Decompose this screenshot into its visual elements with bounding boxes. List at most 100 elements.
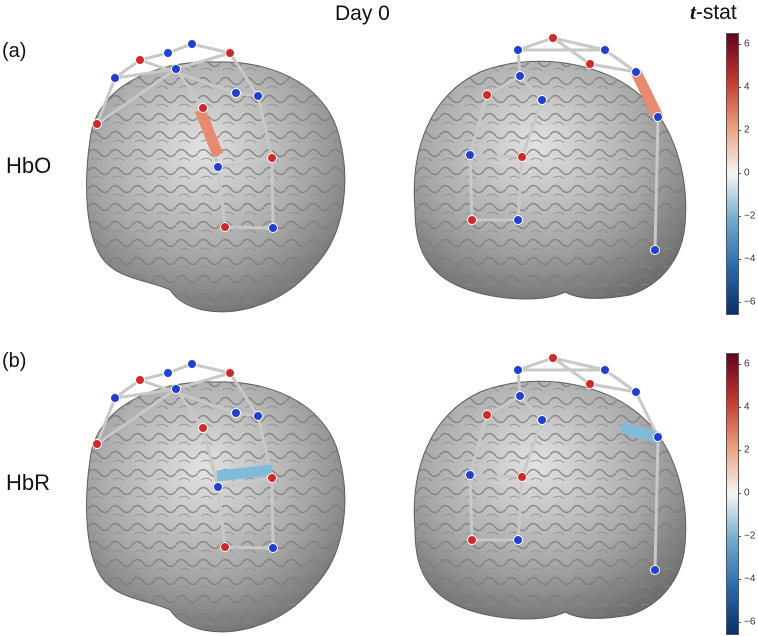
source-optode (267, 473, 277, 483)
detector-optode (537, 415, 547, 425)
detector-optode (110, 393, 120, 403)
channel-line (520, 419, 544, 478)
colorbar-tick-mark (738, 302, 741, 304)
panel-label-b: (b) (2, 350, 27, 372)
colorbar-tick-mark (738, 129, 741, 131)
source-optode (267, 153, 277, 163)
detector-optode (253, 411, 263, 421)
channel-line (468, 94, 489, 156)
colorbar-tick-label: −4 (744, 253, 756, 265)
colorbar-title-italic: t (690, 0, 696, 24)
detector-optode (187, 39, 197, 49)
channel-line (270, 157, 275, 229)
detector-optode (650, 565, 660, 575)
channel-line (516, 156, 524, 221)
row-label-hbr: HbR (6, 470, 51, 495)
channel-line (486, 74, 521, 97)
source-optode (517, 152, 527, 162)
detector-optode (631, 387, 641, 397)
channel-line (96, 387, 177, 446)
colorbar-hbo (726, 33, 739, 315)
figure-title: Day 0 (335, 2, 390, 25)
channel-line (114, 387, 177, 400)
source-optode (467, 215, 477, 225)
channel-line (469, 153, 523, 159)
channel-line (653, 436, 660, 571)
detector-optode (213, 162, 223, 172)
detector-optode (253, 91, 263, 101)
channel-line (468, 414, 489, 476)
brain-pair-hbr (86, 380, 687, 633)
detector-optode (515, 391, 525, 401)
brain-sulci-texture (86, 61, 345, 312)
detector-optode (631, 67, 641, 77)
channel-line (114, 378, 141, 400)
colorbar-title: t-stat (690, 0, 737, 25)
colorbar-tick-mark (738, 579, 741, 581)
channel-line (228, 372, 260, 417)
colorbar-tick-label: −6 (744, 296, 756, 308)
detector-optode (268, 543, 278, 553)
detector-optode (213, 482, 223, 492)
colorbar-tick-mark (738, 216, 741, 218)
colorbar-tick-mark (738, 173, 741, 174)
channel-line (175, 371, 231, 391)
colorbar-tick-label: 4 (744, 401, 750, 413)
channel-line (217, 156, 273, 169)
channel-line (517, 36, 554, 52)
channel-line (216, 166, 227, 228)
colorbar-tick-label: 6 (744, 358, 750, 370)
detector-optode (231, 408, 241, 418)
channel-line (228, 52, 260, 97)
detector-optode (650, 245, 660, 255)
channel-line (270, 477, 275, 549)
detector-optode (653, 432, 663, 442)
detector-optode (513, 365, 523, 375)
detector-optode (171, 384, 181, 394)
source-optode (198, 103, 208, 113)
channel-line (552, 356, 606, 372)
source-optode (135, 55, 145, 65)
source-optode (482, 410, 492, 420)
channel-line (95, 397, 117, 445)
source-optode (548, 33, 558, 43)
source-optode (92, 119, 102, 129)
channel-line (114, 58, 141, 80)
channel-line (216, 486, 227, 548)
channel-line (604, 48, 637, 74)
colorbar-tick-label: −4 (744, 573, 756, 585)
significant-channel (631, 69, 663, 120)
brain-sulci-texture (414, 61, 686, 299)
source-optode (585, 379, 595, 389)
channel-line (518, 74, 544, 102)
row-label-hbo: HbO (6, 153, 52, 178)
source-optode (517, 472, 527, 482)
channel-line (552, 36, 606, 52)
detector-optode (163, 48, 173, 58)
source-optode (220, 542, 230, 552)
channel-line (589, 382, 637, 394)
detector-optode (268, 223, 278, 233)
detector-optode (600, 365, 610, 375)
channel-line (516, 476, 524, 541)
channel-line (634, 391, 660, 438)
detector-optode (513, 535, 523, 545)
colorbar-tick-label: 4 (744, 81, 750, 93)
source-optode (135, 375, 145, 385)
source-optode (225, 48, 235, 58)
detector-optode (171, 64, 181, 74)
colorbar-tick-mark (738, 536, 741, 538)
colorbar-tick-label: −2 (744, 530, 756, 542)
detector-optode (110, 73, 120, 83)
significant-channel (216, 464, 273, 482)
channel-line (224, 225, 274, 230)
brain-sulci-texture (86, 381, 345, 632)
source-optode (467, 535, 477, 545)
channel-line (517, 356, 554, 372)
channel-line (520, 99, 544, 158)
detector-optode (513, 45, 523, 55)
panel-label-a: (a) (2, 40, 27, 62)
colorbar-tick-label: 2 (744, 124, 750, 136)
channel-line (201, 427, 220, 488)
detector-optode (231, 88, 241, 98)
